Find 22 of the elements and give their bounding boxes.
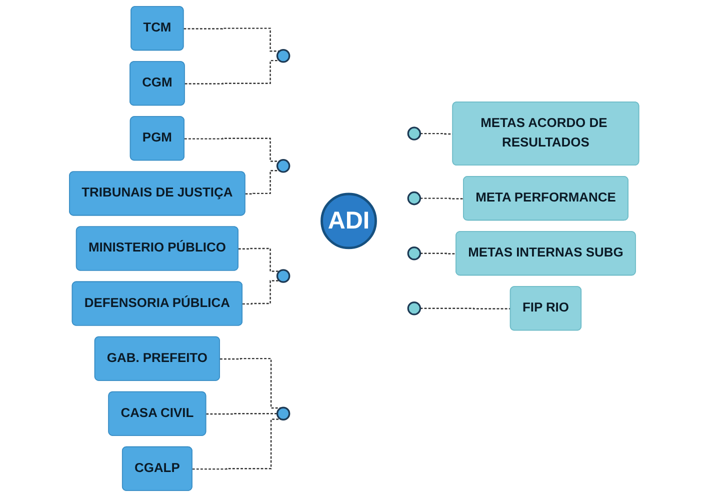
node-circle <box>276 406 291 420</box>
connector <box>420 308 512 310</box>
node-circle <box>276 48 291 63</box>
connector <box>420 252 457 254</box>
node-circle <box>408 302 422 316</box>
connector <box>192 418 282 470</box>
connector <box>238 248 280 272</box>
connector <box>185 60 280 84</box>
connector <box>184 138 280 162</box>
diagram: TCM CGM PGM TRIBUNAIS DE JUSTIÇA MINISTERIO PÚBLICO DEFENSORIA PÚBLICA GAB. PREFEITO CASA CIVIL CGALP ADI METAS ACORDO DE RESULTADOS META PERFORMANCE METAS INTERNAS SUBG FIP RIO <box>63 0 646 497</box>
node-circle <box>276 159 291 173</box>
connector <box>184 28 280 52</box>
node-circle <box>408 126 422 140</box>
connector <box>246 170 280 194</box>
node-circle <box>276 269 291 283</box>
connector <box>420 198 464 200</box>
node-circle <box>408 246 422 260</box>
connector <box>242 280 280 305</box>
node-circle <box>408 191 422 206</box>
connector <box>206 413 278 415</box>
connector <box>420 132 454 135</box>
node-circle <box>320 192 378 250</box>
